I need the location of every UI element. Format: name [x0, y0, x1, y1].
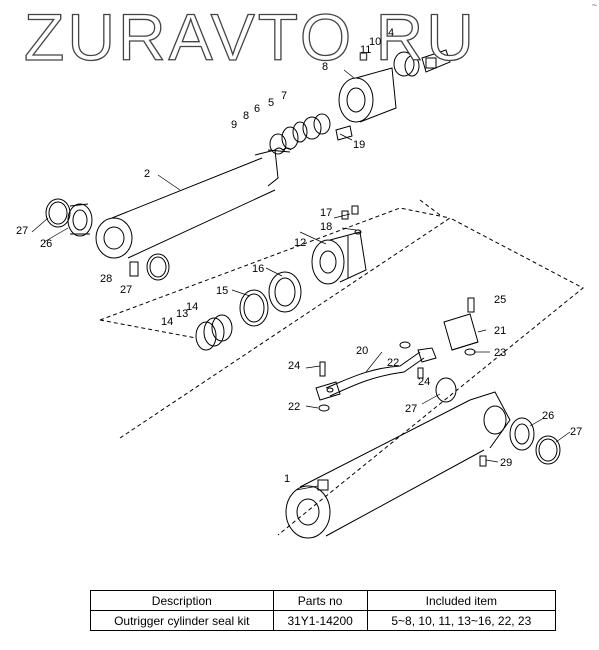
corner-mark: ~ — [591, 0, 597, 10]
rod-end-bushing-right — [435, 377, 561, 465]
callout-13: 13 — [176, 308, 188, 320]
rod-seal-rings — [269, 113, 331, 155]
callout-27-right: 27 — [570, 426, 582, 438]
leader-lines — [31, 69, 571, 491]
table-row: Outrigger cylinder seal kit 31Y1-14200 5… — [90, 610, 557, 631]
header-description: Description — [90, 590, 274, 611]
cell-description: Outrigger cylinder seal kit — [90, 610, 274, 631]
callout-15: 15 — [216, 285, 228, 297]
callout-2: 2 — [144, 168, 150, 180]
callout-28: 28 — [100, 273, 112, 285]
callout-22-lower: 22 — [288, 401, 300, 413]
callout-1: 1 — [284, 473, 290, 485]
callout-25: 25 — [494, 294, 506, 306]
callout-17: 17 — [320, 207, 332, 219]
header-included-item: Included item — [366, 590, 557, 611]
cell-parts-no: 31Y1-14200 — [272, 610, 368, 631]
cell-included-item: 5~8, 10, 11, 13~16, 22, 23 — [366, 610, 557, 631]
callout-14-lower: 14 — [161, 316, 173, 328]
callout-23: 23 — [494, 347, 506, 359]
callout-14-upper: 14 — [186, 301, 198, 313]
callout-18: 18 — [320, 221, 332, 233]
seal-kit-table: Description Parts no Included item Outri… — [90, 590, 557, 631]
piston-seals — [195, 271, 302, 351]
callout-27-middle: 27 — [405, 403, 417, 415]
callout-22-upper: 22 — [387, 357, 399, 369]
callout-4: 4 — [388, 27, 394, 39]
callout-6: 6 — [254, 103, 260, 115]
rod-cover — [335, 49, 451, 141]
callout-11: 11 — [360, 44, 371, 56]
callout-27-left-upper: 27 — [16, 225, 28, 237]
callout-26-left: 26 — [40, 238, 52, 250]
callout-29: 29 — [500, 457, 512, 469]
watermark-logo: ZURAVTO.RU — [24, 0, 477, 74]
callout-8-cover: 8 — [322, 61, 328, 73]
callout-5: 5 — [268, 97, 274, 109]
rod-end-bushing-left — [45, 198, 170, 281]
callout-16: 16 — [252, 263, 264, 275]
callout-20: 20 — [356, 345, 368, 357]
callout-26-right: 26 — [542, 410, 554, 422]
callout-9: 9 — [231, 119, 237, 131]
exploded-parts-diagram: ZURAVTO.RU 1 2 4 5 6 7 8 8 9 10 11 12 13… — [16, 0, 584, 539]
callout-7: 7 — [281, 90, 287, 102]
callout-19: 19 — [353, 139, 365, 151]
callout-10: 10 — [369, 36, 381, 48]
callout-24-right: 24 — [418, 376, 430, 388]
piston-rod — [95, 147, 292, 259]
callout-24-left: 24 — [288, 360, 300, 372]
callout-labels: 1 2 4 5 6 7 8 8 9 10 11 12 13 14 14 15 1… — [16, 27, 582, 485]
header-parts-no: Parts no — [272, 590, 368, 611]
table-header-row: Description Parts no Included item — [90, 590, 557, 611]
pipe-and-valve — [315, 210, 487, 467]
callout-27-left-lower: 27 — [120, 284, 132, 296]
callout-12: 12 — [294, 237, 306, 249]
piston — [311, 205, 367, 285]
callout-8-rod: 8 — [243, 110, 249, 122]
cylinder-tube — [285, 391, 511, 539]
callout-21: 21 — [494, 325, 506, 337]
